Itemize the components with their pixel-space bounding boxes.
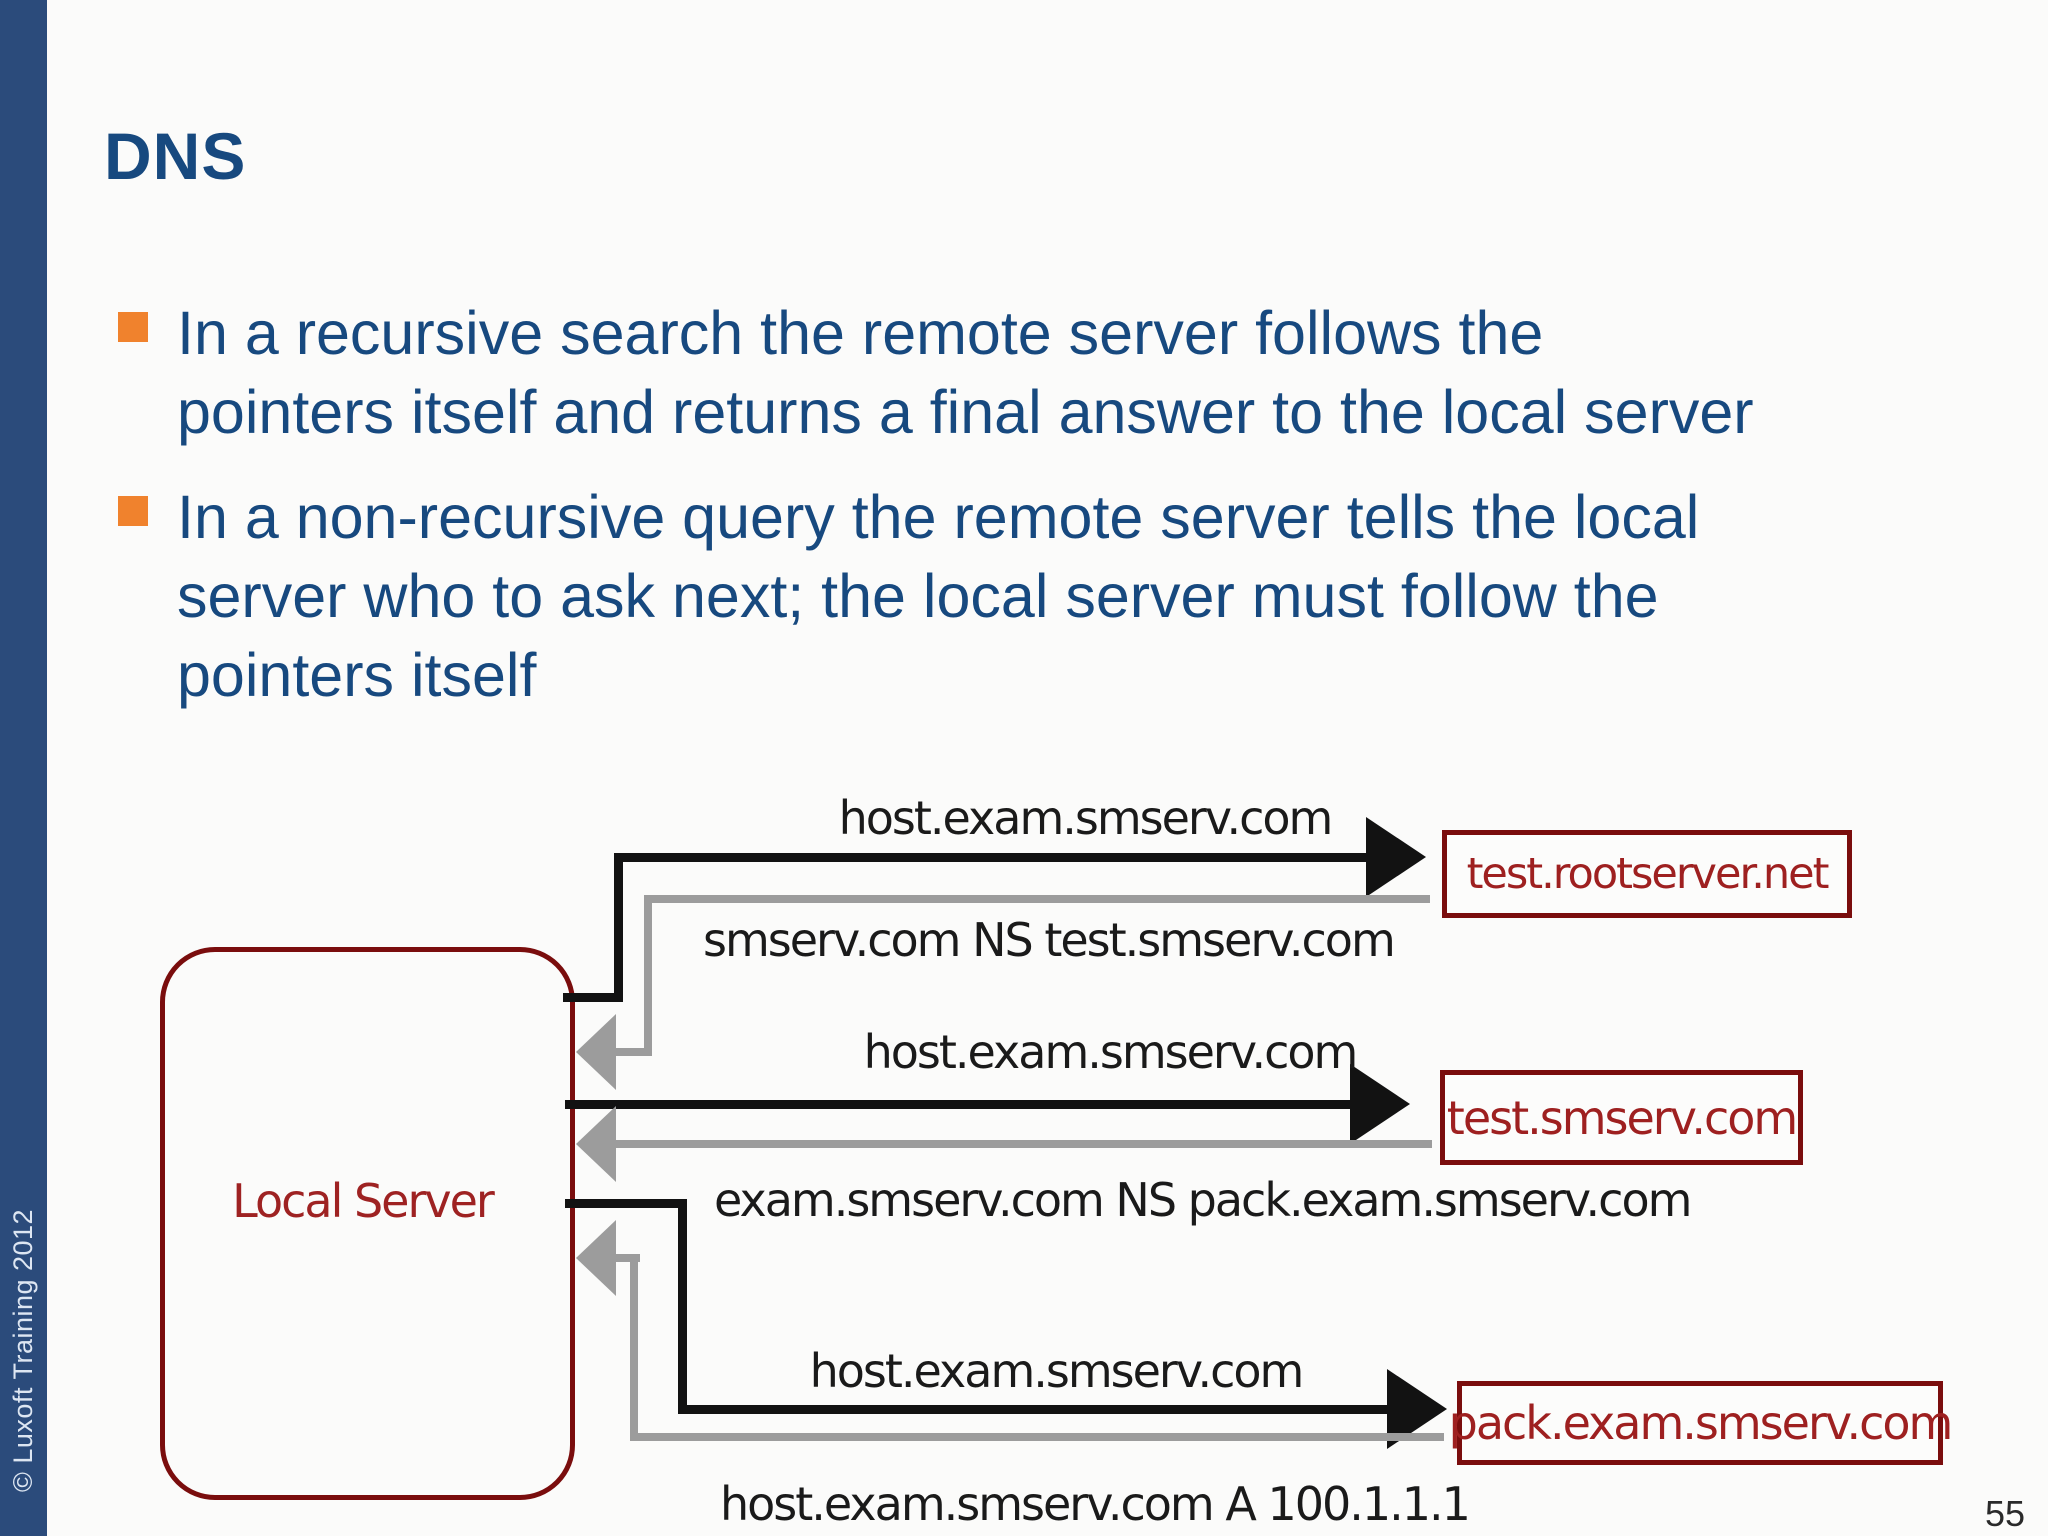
query1-connector-h [563,993,622,1002]
response3-label: host.exam.smserv.com A 100.1.1.1 [720,1477,1471,1531]
bullet-2-line-1: In a non-recursive query the remote serv… [177,483,1700,551]
slide-title: DNS [104,119,247,193]
page-number: 55 [1985,1493,2026,1534]
bullet-1-line-1: In a recursive search the remote server … [177,299,1544,367]
bullet-square-icon [118,496,148,526]
query2-arrowhead-icon [1350,1064,1410,1144]
query3-connector-h [565,1199,687,1208]
query3-label: host.exam.smserv.com [809,1344,1305,1398]
sidebar-accent-bar [0,0,47,1536]
server-box-test-smserv-label: test.smserv.com [1446,1090,1798,1145]
response1-label: smserv.com NS test.smserv.com [703,913,1396,967]
local-server-label: Local Server [232,1174,495,1228]
query3-connector-v [678,1199,687,1414]
local-server-box [160,947,575,1500]
query3-line [678,1405,1387,1414]
query1-arrowhead-icon [1366,817,1426,897]
response3-arrowhead-icon [576,1220,616,1296]
query1-line [614,853,1366,862]
bullet-item-2: In a non-recursive query the remote serv… [177,478,1937,715]
server-box-test-smserv: test.smserv.com [1440,1070,1803,1165]
query1-connector-v [614,853,623,1002]
copyright-text: © Luxoft Training 2012 [8,1208,38,1492]
query2-line [565,1100,1350,1109]
response3-line [630,1433,1444,1441]
bullet-2-line-3: pointers itself [177,641,537,709]
bullet-2-line-2: server who to ask next; the local server… [177,562,1659,630]
response1-connector-stub [612,1048,652,1056]
response1-line [644,895,1430,903]
server-box-rootserver: test.rootserver.net [1442,830,1852,918]
response3-connector-v [630,1258,638,1437]
response1-arrowhead-icon [576,1014,616,1090]
bullet-item-1: In a recursive search the remote server … [177,294,1937,452]
bullet-1-line-2: pointers itself and returns a final answ… [177,378,1754,446]
response3-connector-stub [612,1254,640,1262]
server-box-pack-exam: pack.exam.smserv.com [1449,1381,1953,1465]
bullet-square-icon [118,312,148,342]
response2-arrowhead-icon [576,1106,616,1182]
query2-label: host.exam.smserv.com [863,1025,1359,1079]
response2-line [616,1140,1432,1148]
query1-label: host.exam.smserv.com [838,791,1334,845]
server-box-rootserver-label: test.rootserver.net [1466,849,1830,899]
response1-connector-v [644,895,652,1056]
server-box-pack-exam-label: pack.exam.smserv.com [1448,1396,1954,1450]
response2-label: exam.smserv.com NS pack.exam.smserv.com [714,1173,1692,1227]
